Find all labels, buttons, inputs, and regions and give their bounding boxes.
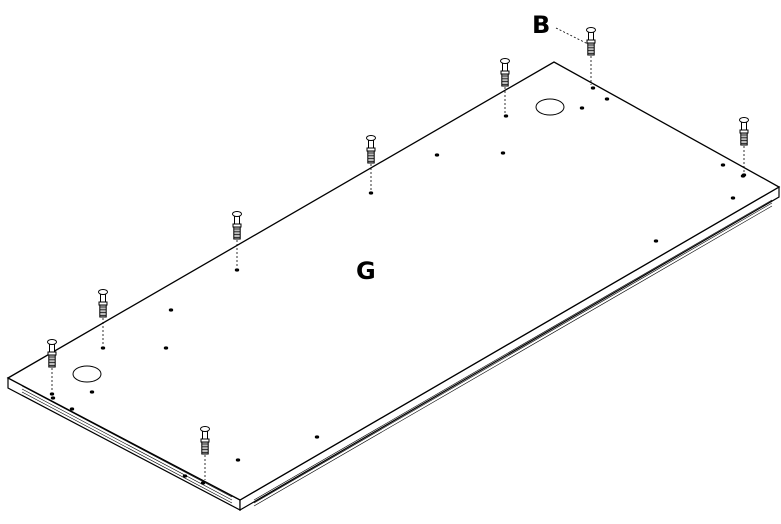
peg-1 [586, 27, 596, 85]
small-hole [69, 407, 75, 411]
small-hole [368, 191, 374, 195]
small-hole [590, 86, 596, 90]
small-hole [235, 458, 241, 462]
small-hole [89, 390, 95, 394]
small-hole [200, 481, 206, 485]
peg-6 [47, 339, 57, 391]
pegs [47, 27, 749, 480]
small-hole [604, 97, 610, 101]
small-hole [653, 239, 659, 243]
part-label: B [532, 11, 550, 39]
small-hole [50, 396, 56, 400]
panel-top [6, 61, 781, 501]
peg-2 [500, 58, 510, 113]
peg-5 [98, 289, 108, 345]
small-hole [314, 435, 320, 439]
label-b-leader [555, 27, 589, 45]
small-hole [182, 474, 188, 478]
small-holes [49, 86, 747, 485]
panel-edges [7, 185, 780, 512]
small-hole [234, 268, 240, 272]
peg-8 [200, 426, 210, 480]
small-hole [720, 163, 726, 167]
small-hole [579, 106, 585, 110]
small-hole [168, 308, 174, 312]
peg-4 [232, 211, 242, 267]
small-hole [740, 174, 746, 178]
peg-7 [739, 117, 749, 173]
panel-label: G [356, 257, 376, 285]
small-hole [434, 153, 440, 157]
small-hole [500, 151, 506, 155]
small-hole [503, 114, 509, 118]
small-hole [730, 196, 736, 200]
small-hole [100, 346, 106, 350]
small-hole [163, 346, 169, 350]
large-holes [72, 98, 565, 383]
peg-3 [366, 135, 376, 190]
small-hole [49, 392, 55, 396]
